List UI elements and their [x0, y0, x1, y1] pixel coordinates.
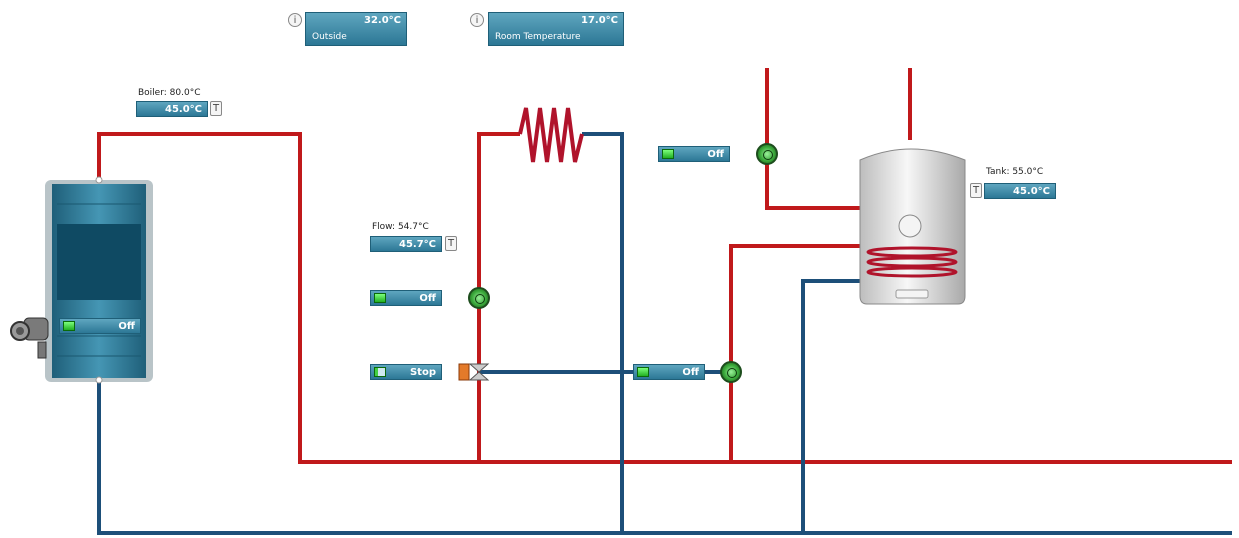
tank-set-label: Tank: 55.0°C	[986, 167, 1044, 177]
room-temperature-label: Room Temperature	[495, 32, 581, 42]
boiler-set-label: Boiler: 80.0°C	[138, 88, 201, 98]
radiator-coil	[518, 107, 584, 163]
dhw-pump-status-value: Off	[707, 149, 724, 160]
status-led-icon	[662, 149, 674, 159]
boiler-temperature-panel: 45.0°C	[136, 101, 208, 117]
return-pump-status-panel[interactable]: Off	[633, 364, 705, 380]
flow-temperature-value: 45.7°C	[398, 239, 436, 250]
dhw-pump-icon[interactable]	[756, 143, 778, 165]
heating-pump-status-value: Off	[419, 293, 436, 304]
outside-temperature-value: 32.0°C	[363, 15, 401, 26]
outside-temperature-label: Outside Temperature	[312, 32, 370, 56]
return-pipes	[97, 132, 1232, 535]
boiler	[10, 176, 153, 384]
info-icon[interactable]: i	[288, 13, 302, 27]
dhw-tank	[859, 148, 966, 305]
status-led-icon	[637, 367, 649, 377]
mixing-valve[interactable]	[458, 363, 490, 381]
return-pump-icon[interactable]	[720, 361, 742, 383]
status-led-icon	[374, 367, 386, 377]
thermometer-icon[interactable]: T	[445, 236, 457, 251]
heating-pump-status-panel[interactable]: Off	[370, 290, 442, 306]
boiler-status-value: Off	[118, 321, 135, 332]
boiler-status-panel[interactable]: Off	[59, 318, 141, 334]
tank-temperature-value: 45.0°C	[1012, 186, 1050, 197]
tank-temperature-panel: 45.0°C	[984, 183, 1056, 199]
status-led-icon	[374, 293, 386, 303]
thermometer-icon[interactable]: T	[970, 183, 982, 198]
room-temperature-value: 17.0°C	[580, 15, 618, 26]
mixer-status-value: Stop	[409, 367, 436, 378]
supply-pipes	[97, 68, 1232, 464]
boiler-temperature-value: 45.0°C	[164, 104, 202, 115]
outside-temperature-panel: 32.0°C Outside Temperature	[305, 12, 407, 56]
flow-temperature-panel: 45.7°C	[370, 236, 442, 252]
dhw-pump-status-panel[interactable]: Off	[658, 146, 730, 162]
heating-pump-icon[interactable]	[468, 287, 490, 309]
burner-icon	[10, 317, 49, 359]
flow-set-label: Flow: 54.7°C	[372, 222, 429, 232]
mixer-status-panel[interactable]: Stop	[370, 364, 442, 380]
status-led-icon	[63, 321, 75, 331]
info-icon[interactable]: i	[470, 13, 484, 27]
thermometer-icon[interactable]: T	[210, 101, 222, 116]
room-temperature-panel: 17.0°C Room Temperature	[488, 12, 624, 46]
return-pump-status-value: Off	[682, 367, 699, 378]
